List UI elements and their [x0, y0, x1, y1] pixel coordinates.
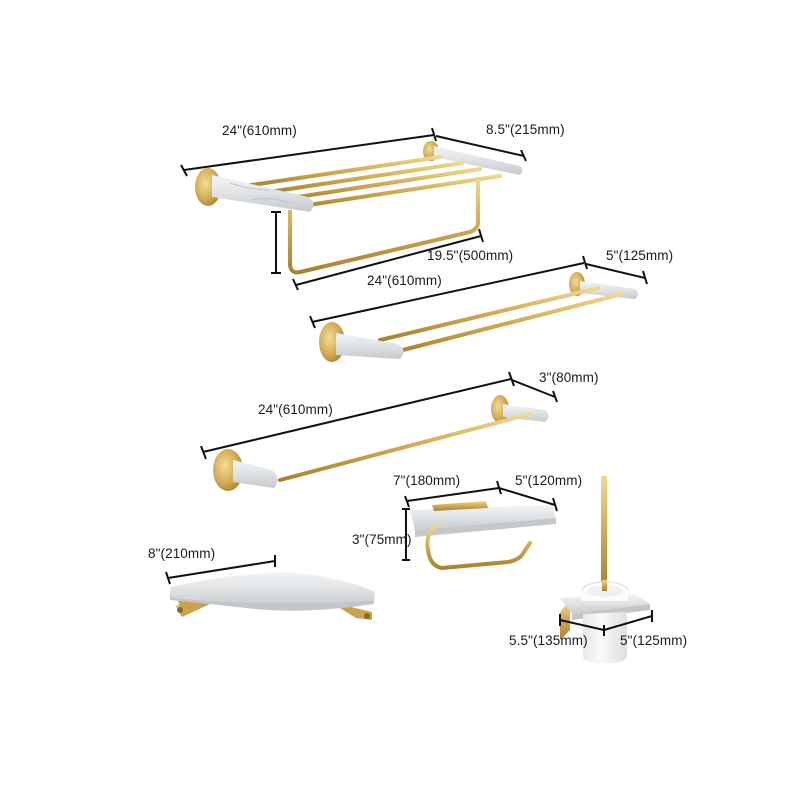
double-rails	[378, 286, 624, 354]
hanging-towel-bar	[288, 180, 480, 275]
toilet-brush-holder	[560, 476, 650, 663]
single-bar-length-label: 24"(610mm)	[258, 402, 333, 417]
towel-rack-bar-length-label: 19.5"(500mm)	[427, 248, 514, 263]
marble-shelf-top	[410, 505, 556, 530]
paper-holder-width-label: 7"(180mm)	[393, 473, 461, 488]
front-marble-arm	[233, 460, 278, 488]
paper-holder-depth-label: 5"(120mm)	[515, 473, 583, 488]
double-towel-bar	[319, 272, 638, 362]
towel-rack-length-label: 24"(610mm)	[222, 123, 297, 138]
gold-trim	[432, 501, 488, 511]
front-marble-arm	[212, 175, 314, 212]
towel-rack-lower-length-label: 24"(610mm)	[367, 273, 442, 288]
brush-holder-width-label: 5.5"(135mm)	[509, 633, 588, 648]
towel-rack-shelf	[195, 141, 523, 275]
front-marble-arm	[336, 333, 404, 359]
ceramic-cup	[583, 612, 627, 663]
towel-rack-depth-label: 8.5"(215mm)	[486, 122, 565, 137]
toilet-paper-holder-shelf	[410, 501, 556, 571]
paper-holder-height-label: 3"(75mm)	[352, 532, 412, 547]
shelf-rails	[243, 155, 502, 209]
brush-holder-depth-label: 5"(125mm)	[620, 633, 688, 648]
wall-bracket	[560, 600, 570, 640]
corner-shelf	[170, 572, 375, 620]
dimension-lines	[165, 127, 653, 636]
left-bracket	[178, 600, 212, 617]
back-marble-arm	[434, 146, 523, 175]
marble-quarter-shelf	[170, 572, 375, 608]
single-rail	[278, 412, 532, 482]
single-bar-depth-label: 3"(80mm)	[539, 370, 599, 385]
double-bar-depth-label: 5"(125mm)	[606, 248, 674, 263]
single-towel-bar	[213, 395, 549, 491]
corner-shelf-width-label: 8"(210mm)	[148, 546, 216, 561]
brush-handle	[601, 476, 607, 588]
paper-holder-arm	[425, 524, 532, 571]
